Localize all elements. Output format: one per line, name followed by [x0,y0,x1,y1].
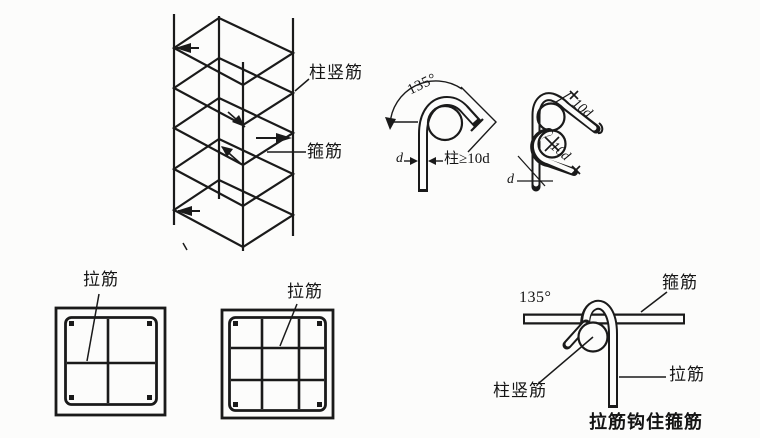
dimension-extension-lines [460,86,497,153]
angle-arc [389,80,463,126]
column-cage-drawing [171,14,310,251]
stirrup-ring [171,137,296,208]
hook1-diameter-label: d [396,151,403,166]
stirrup-ring [171,178,296,249]
double-hook-drawing [517,90,604,192]
column-bar-leader [294,78,310,92]
extension-line [555,92,572,103]
tie-hook-column-bar-label: 柱竖筋 [493,381,547,400]
column-outline [54,306,167,417]
cage-column-bar-label: 柱竖筋 [309,63,363,82]
section-a-tie-label: 拉筋 [83,270,119,289]
stirrup-ring [171,16,296,87]
hook1-extension-label: 柱≥10d [444,151,490,167]
tie-leader [279,303,298,347]
cage-arrows [175,43,292,216]
bar-end-tick [470,118,484,132]
column-bar-leader [538,336,594,384]
stirrup-outline [64,316,158,406]
tie-hook-caption: 拉筋钩住箍筋 [589,412,703,432]
tie-hook-tie-label: 拉筋 [669,365,705,384]
corner-bar-marks [233,321,322,407]
stirrup-ring [171,96,296,167]
cage-stirrup-label: 箍筋 [307,142,343,161]
column-outline [220,308,335,420]
bar-cross-section [536,102,566,132]
arc-arrowhead [385,117,396,130]
measure-x-marks [544,90,581,175]
stray-tick [182,242,188,251]
bar-cross-section [537,129,567,159]
tie-hook-stirrup-label: 箍筋 [662,273,698,292]
hook-135-drawing [385,80,497,192]
section-a-drawing [54,293,167,417]
hook-end-curl [597,122,604,135]
tie-hook-drawing [523,291,685,408]
top-hook-core [533,94,597,187]
section-b-drawing [220,303,335,420]
section-b-tie-label: 拉筋 [287,282,323,301]
tie-leader [86,293,100,362]
tie-hook-angle-label: 135° [519,289,552,306]
stirrup-outline [228,316,327,412]
hooked-bar-core [420,97,478,189]
tie-bar-core [583,301,616,405]
stirrup-leader [640,291,668,313]
bar-cross-section [426,104,464,142]
hook2-diameter-label: d [507,172,514,187]
corner-bar-marks [69,321,152,400]
stirrup-ring [171,56,296,127]
